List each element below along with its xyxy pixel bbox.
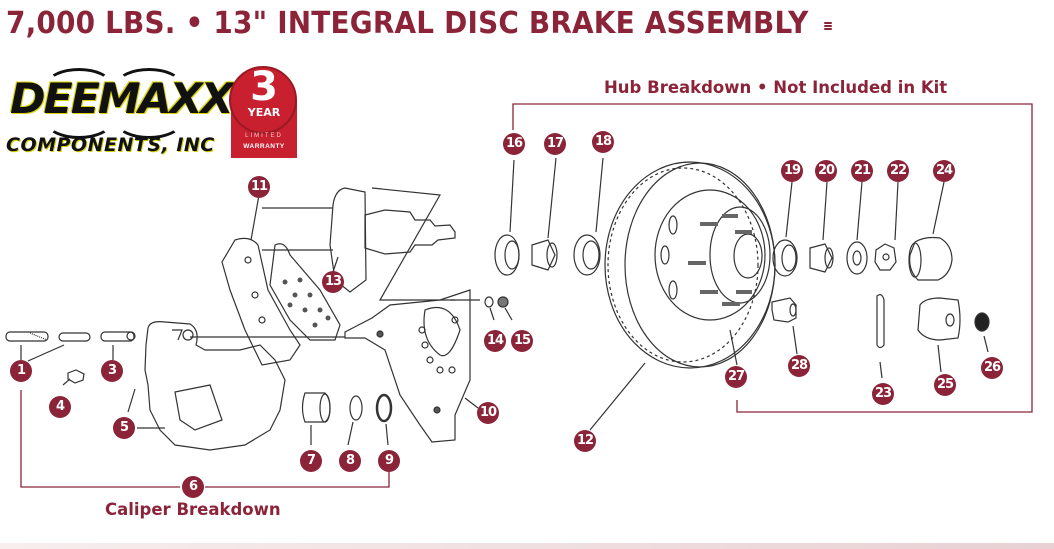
- callout-7: 7: [300, 450, 322, 472]
- callout-27: 27: [725, 366, 747, 388]
- callout-8: 8: [339, 450, 361, 472]
- piston-seal: [375, 393, 393, 423]
- spindle-shaft: [364, 209, 456, 255]
- rubber-plug: [974, 312, 990, 332]
- callout-21: 21: [851, 160, 873, 182]
- lug-nut: [771, 297, 797, 323]
- nut: [497, 296, 509, 308]
- menu-icon[interactable]: [824, 22, 832, 31]
- logo-swoosh: [46, 68, 112, 101]
- callout-10: 10: [477, 402, 499, 424]
- callout-18: 18: [592, 131, 614, 153]
- sleeve: [58, 332, 91, 342]
- callout-6: 6: [182, 476, 204, 498]
- logo-swoosh: [116, 106, 182, 139]
- caliper-bracket: [20, 390, 390, 488]
- dust-cap: [909, 236, 953, 281]
- callout-12: 12: [574, 430, 596, 452]
- spindle-washer: [846, 241, 868, 275]
- inner-bearing: [531, 239, 556, 271]
- caliper-bracket-mount: [344, 289, 471, 443]
- warranty-text: WARRANTY: [243, 143, 285, 150]
- callout-26: 26: [981, 357, 1003, 379]
- callout-23: 23: [872, 383, 894, 405]
- callout-20: 20: [815, 160, 837, 182]
- callout-11: 11: [248, 176, 270, 198]
- logo-swoosh: [46, 106, 112, 139]
- warranty-limited: LIMITED: [245, 133, 283, 139]
- callout-14: 14: [484, 330, 506, 352]
- warranty-years: 3: [250, 64, 278, 110]
- callout-13: 13: [322, 271, 344, 293]
- deemaxx-logo: DEEMAXX COMPONENTS, INC: [6, 66, 234, 162]
- hub-breakdown-label: Hub Breakdown • Not Included in Kit: [604, 78, 948, 97]
- brand-subtitle: COMPONENTS, INC: [6, 134, 215, 156]
- warranty-unit: YEAR: [247, 106, 281, 119]
- callout-17: 17: [544, 133, 566, 155]
- guide-pin: [100, 331, 135, 342]
- hub-bracket: [512, 103, 1033, 413]
- grease-cap: [917, 297, 961, 341]
- inner-race: [573, 234, 601, 276]
- caliper-breakdown-label: Caliper Breakdown: [105, 500, 281, 519]
- callout-16: 16: [503, 133, 525, 155]
- callout-1: 1: [10, 360, 32, 382]
- callout-22: 22: [887, 160, 909, 182]
- spindle-flange: [329, 187, 367, 293]
- hub-body: [654, 189, 766, 321]
- caliper-bolt: [5, 331, 49, 342]
- callout-19: 19: [781, 160, 803, 182]
- washer: [484, 296, 494, 308]
- warranty-badge: 3 YEAR LIMITED WARRANTY: [229, 64, 299, 160]
- warranty-circle: [229, 66, 297, 134]
- callout-4: 4: [49, 396, 71, 418]
- callout-9: 9: [378, 450, 400, 472]
- outer-bearing: [809, 243, 833, 273]
- callout-15: 15: [511, 330, 533, 352]
- callout-3: 3: [101, 360, 123, 382]
- logo-swoosh: [116, 68, 182, 101]
- dust-boot: [349, 395, 363, 421]
- page-title: 7,000 LBS. • 13" INTEGRAL DISC BRAKE ASS…: [6, 6, 809, 41]
- callout-25: 25: [934, 374, 956, 396]
- brake-pad-outer: [221, 237, 301, 366]
- brand-name: DEEMAXX: [10, 74, 234, 123]
- grease-seal: [494, 234, 520, 276]
- castle-nut: [874, 243, 897, 271]
- guide-pin-head: [126, 331, 136, 341]
- callout-24: 24: [933, 160, 955, 182]
- cotter-pin: [876, 294, 885, 349]
- piston: [301, 392, 331, 423]
- bleeder-screw: [67, 369, 85, 384]
- footer-band: [0, 543, 1054, 549]
- outer-race: [772, 239, 798, 277]
- callout-5: 5: [113, 417, 135, 439]
- caliper-body: [144, 321, 286, 451]
- callout-28: 28: [788, 355, 810, 377]
